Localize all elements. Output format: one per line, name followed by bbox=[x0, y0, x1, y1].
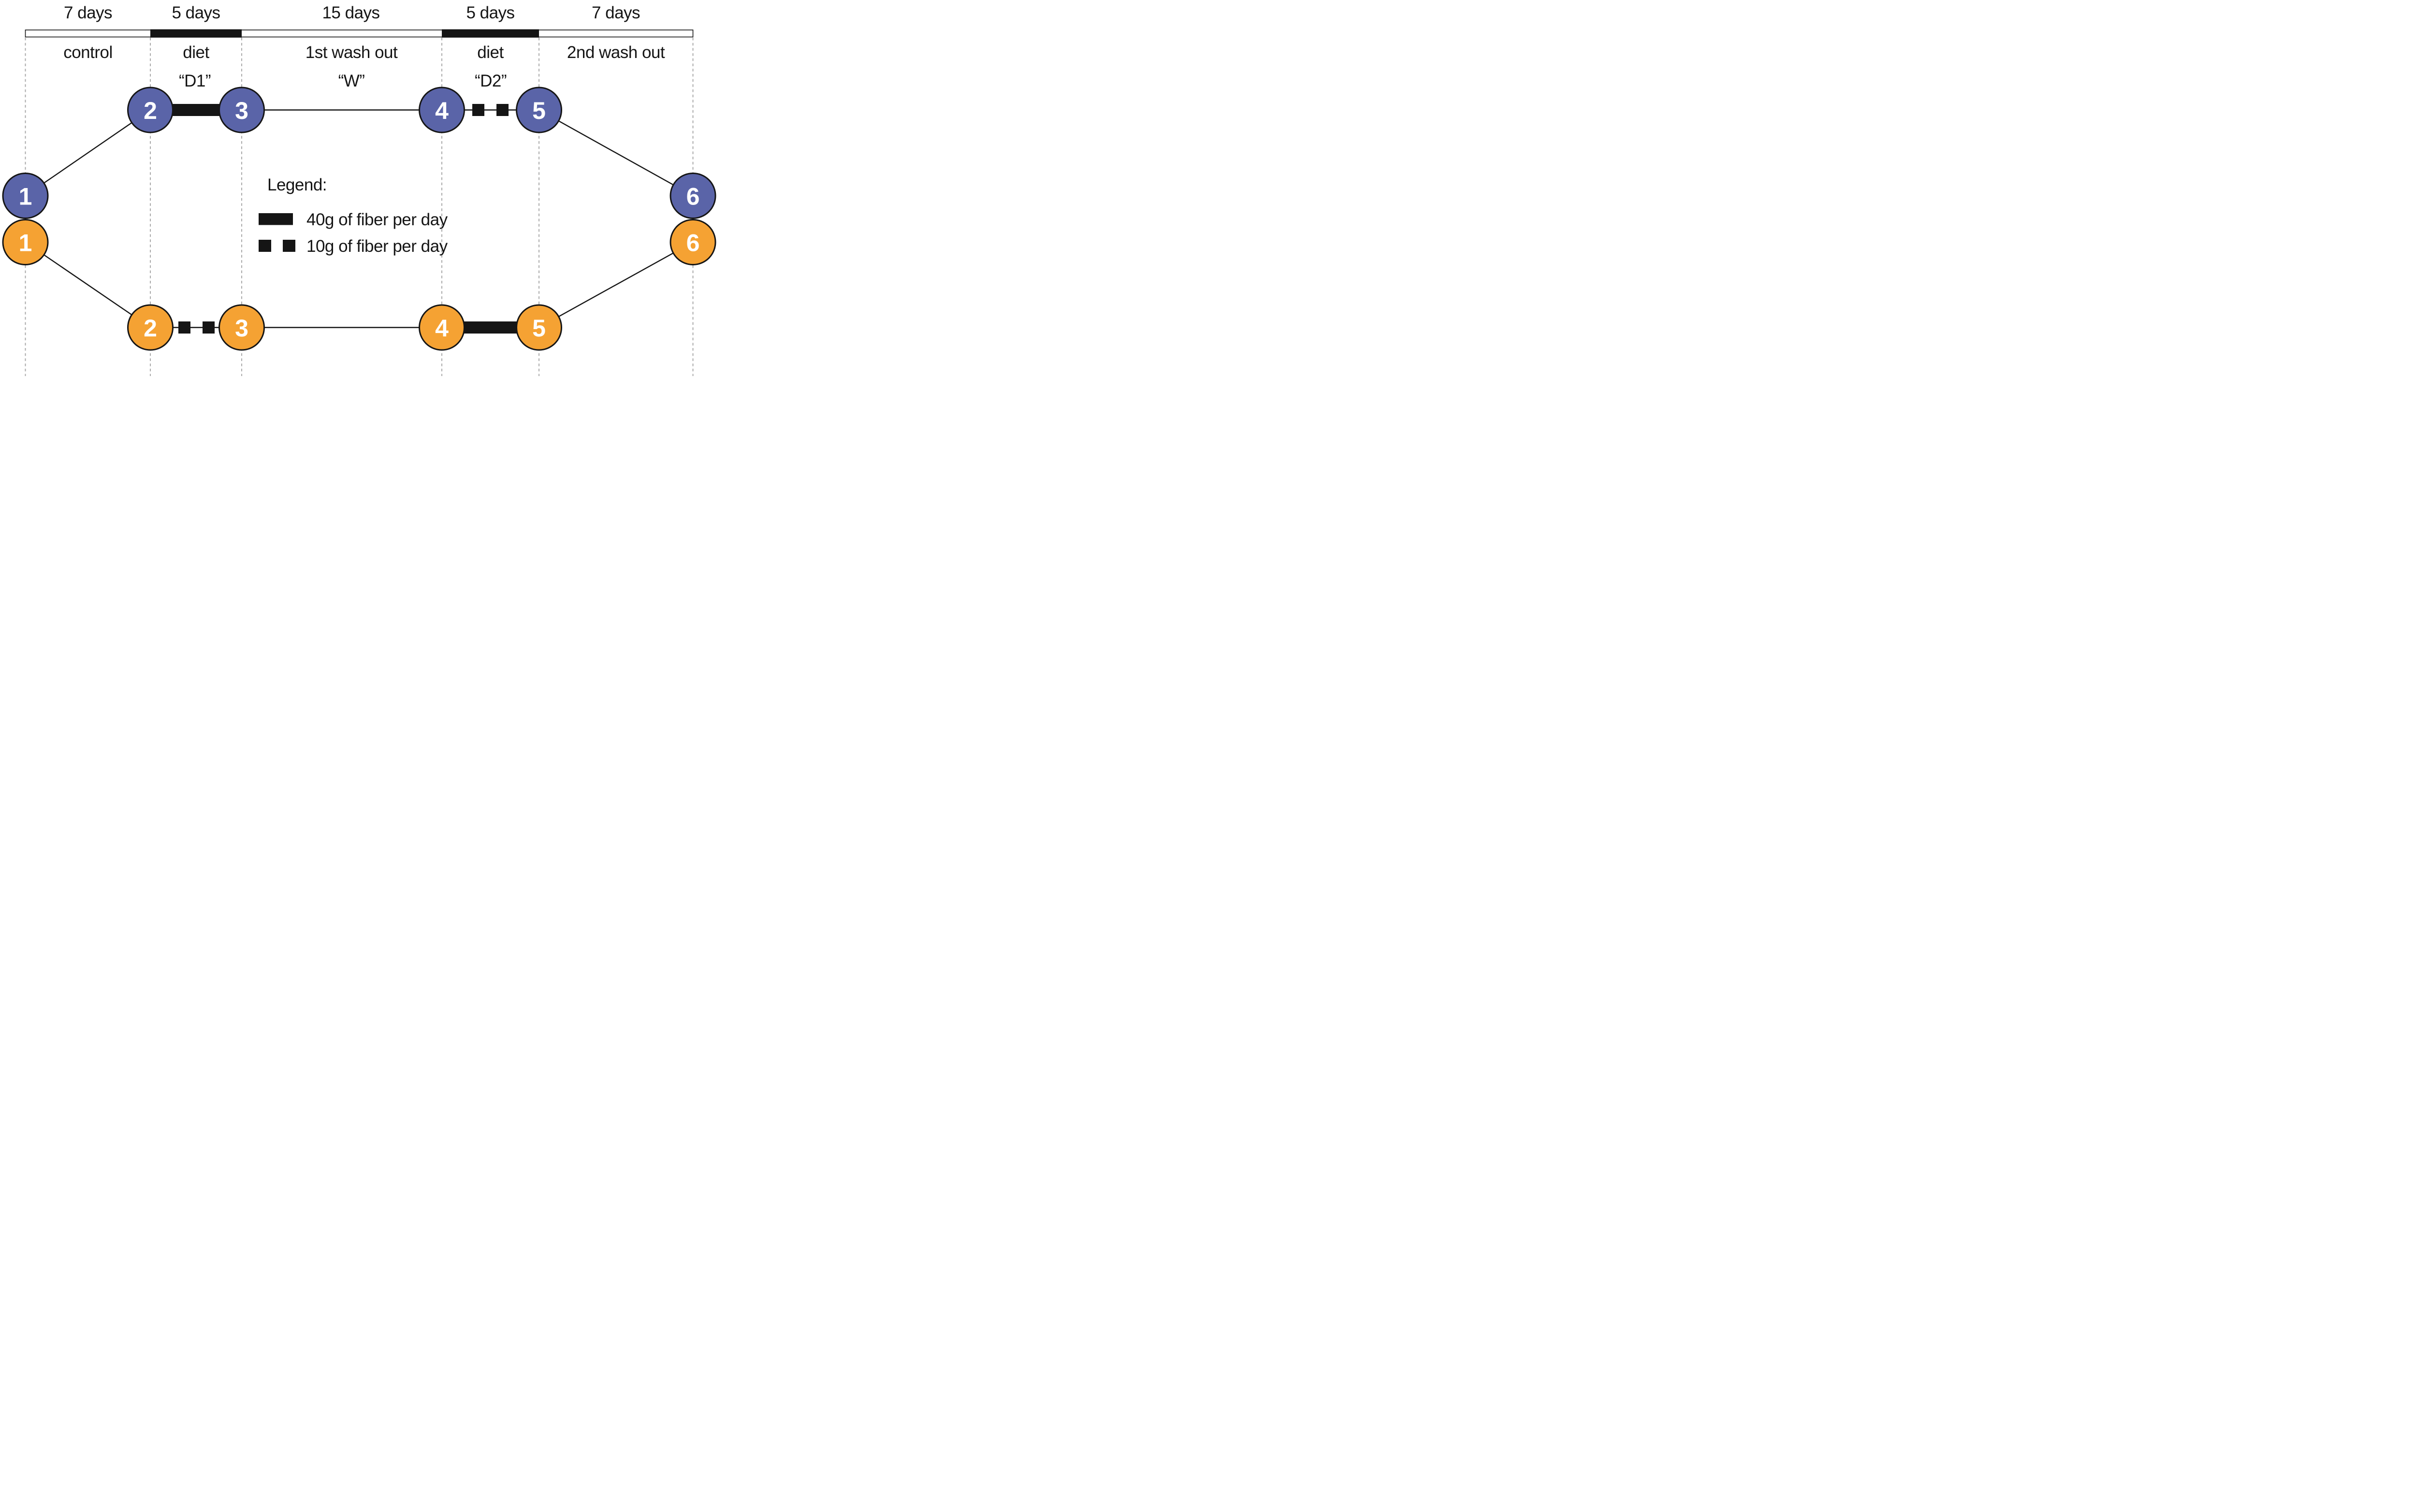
phase-code-label-d1: “D1” bbox=[179, 72, 211, 90]
phase-code-label-w: “W” bbox=[338, 72, 365, 90]
timepoint-number-orange-4: 4 bbox=[435, 315, 449, 342]
duration-labels: 7 days 5 days 15 days 5 days 7 days bbox=[64, 3, 641, 22]
timepoint-number-blue-3: 3 bbox=[235, 97, 248, 124]
timepoint-number-blue-6: 6 bbox=[686, 183, 700, 210]
timepoint-number-orange-1: 1 bbox=[19, 230, 32, 257]
timepoint-circle-blue-4 bbox=[419, 87, 465, 133]
timepoint-number-blue-5: 5 bbox=[532, 97, 546, 124]
timepoint-circle-orange-1 bbox=[2, 219, 49, 265]
duration-label-diet2: 5 days bbox=[466, 3, 514, 22]
legend-10g-label: 10g of fiber per day bbox=[306, 237, 448, 256]
timepoint-circle-orange-6 bbox=[670, 219, 716, 265]
timepoint-circle-blue-6 bbox=[670, 173, 716, 219]
phase-label-control: control bbox=[63, 43, 113, 62]
blue-sequence-nodes: 1 2 3 4 5 6 bbox=[2, 87, 716, 219]
duration-label-control: 7 days bbox=[64, 3, 112, 22]
timepoint-circle-orange-4 bbox=[419, 304, 465, 351]
timepoint-number-orange-3: 3 bbox=[235, 315, 248, 342]
orange-sequence-connectors bbox=[25, 241, 694, 334]
duration-label-washout1: 15 days bbox=[322, 3, 379, 22]
timepoint-circle-orange-5 bbox=[516, 304, 562, 351]
phase-label-diet1: diet bbox=[183, 43, 209, 62]
timepoint-circle-blue-2 bbox=[127, 87, 174, 133]
connector-line-blue-1-2 bbox=[25, 109, 151, 196]
blue-sequence-connectors bbox=[25, 104, 694, 197]
study-design-diagram: 7 days 5 days 15 days 5 days 7 days cont… bbox=[2, 3, 716, 376]
fiber-40g-bar-blue-2-3 bbox=[170, 104, 221, 116]
timeline-bar-track bbox=[25, 29, 694, 38]
duration-label-washout2: 7 days bbox=[592, 3, 640, 22]
fiber-10g-square-orange-a bbox=[178, 321, 190, 334]
connector-line-orange-5-6 bbox=[539, 241, 694, 328]
fiber-10g-square-blue-b bbox=[496, 104, 509, 116]
timeline-diet1-segment bbox=[150, 29, 242, 38]
study-design-figure: 7 days 5 days 15 days 5 days 7 days cont… bbox=[0, 0, 720, 378]
phase-label-washout1: 1st wash out bbox=[306, 43, 398, 62]
phase-label-diet2: diet bbox=[477, 43, 504, 62]
fiber-40g-bar-orange-4-5 bbox=[463, 321, 517, 334]
phase-labels: control diet 1st wash out diet 2nd wash … bbox=[63, 43, 665, 62]
orange-sequence-nodes: 1 2 3 4 5 6 bbox=[2, 219, 716, 351]
timepoint-circle-blue-5 bbox=[516, 87, 562, 133]
timepoint-circle-orange-3 bbox=[218, 304, 265, 351]
timepoint-number-orange-5: 5 bbox=[532, 315, 546, 342]
legend-10g-swatch-a bbox=[259, 240, 271, 252]
legend: Legend: 40g of fiber per day 10g of fibe… bbox=[259, 175, 448, 256]
fiber-10g-square-orange-b bbox=[203, 321, 215, 334]
timepoint-number-blue-1: 1 bbox=[19, 183, 32, 210]
connector-line-orange-1-2 bbox=[25, 242, 151, 328]
timeline-bar bbox=[25, 29, 694, 38]
phase-code-labels: “D1” “W” “D2” bbox=[179, 72, 507, 90]
legend-10g-swatch-b bbox=[283, 240, 295, 252]
timepoint-number-blue-2: 2 bbox=[144, 97, 157, 124]
duration-label-diet1: 5 days bbox=[172, 3, 220, 22]
timepoint-number-orange-2: 2 bbox=[144, 315, 157, 342]
connector-line-blue-5-6 bbox=[539, 109, 694, 197]
timepoint-circle-blue-1 bbox=[2, 173, 49, 219]
timepoint-number-blue-4: 4 bbox=[435, 97, 449, 124]
timepoint-number-orange-6: 6 bbox=[686, 230, 700, 257]
fiber-10g-square-blue-a bbox=[472, 104, 484, 116]
legend-40g-swatch bbox=[259, 213, 293, 225]
timepoint-circle-blue-3 bbox=[218, 87, 265, 133]
timeline-diet2-segment bbox=[442, 29, 539, 38]
legend-40g-label: 40g of fiber per day bbox=[306, 210, 448, 229]
timepoint-circle-orange-2 bbox=[127, 304, 174, 351]
legend-title: Legend: bbox=[267, 175, 327, 194]
phase-label-washout2: 2nd wash out bbox=[567, 43, 665, 62]
phase-code-label-d2: “D2” bbox=[475, 72, 507, 90]
